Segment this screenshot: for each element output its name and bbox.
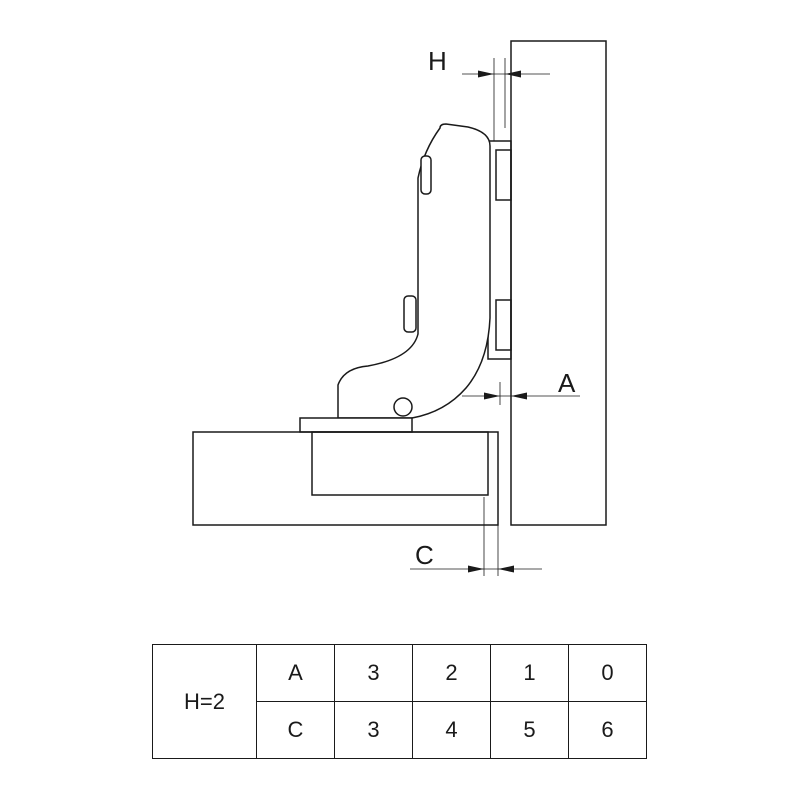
cabinet-side-panel: [510, 40, 607, 526]
row-label-c: C: [256, 701, 335, 759]
table-row: H=2 A 3 2 1 0: [152, 644, 647, 759]
table-cell: 6: [568, 701, 647, 759]
adjustment-table: H=2 A 3 2 1 0 C 3 4 5 6: [152, 644, 647, 759]
dimension-a: A: [462, 368, 580, 405]
dimension-a-label: A: [558, 368, 576, 398]
table-row: C 3 4 5 6: [153, 701, 647, 759]
h-value-cell: H=2: [152, 644, 257, 759]
table-cell: 3: [334, 701, 413, 759]
dimension-h-label: H: [428, 46, 447, 76]
table-cell: 3: [334, 644, 413, 702]
table-cell: 2: [412, 644, 491, 702]
hinge-arm: [337, 123, 491, 419]
table-cell: 1: [490, 644, 569, 702]
door-panel: [192, 431, 499, 526]
hinge-cup: [299, 397, 413, 433]
row-label-a: A: [256, 644, 335, 702]
table-cell: 4: [412, 701, 491, 759]
dimension-h: H: [428, 46, 550, 141]
table-cell: 5: [490, 701, 569, 759]
mounting-plate: [487, 140, 512, 360]
dimension-c: C: [410, 497, 542, 576]
dimension-c-label: C: [415, 540, 434, 570]
table-cell: 0: [568, 644, 647, 702]
